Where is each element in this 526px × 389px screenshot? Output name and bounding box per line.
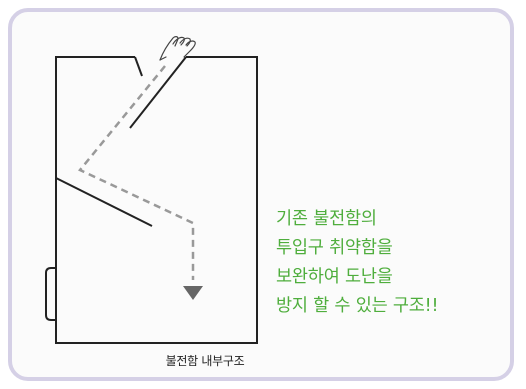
description-text: 기존 불전함의 투입구 취약함을 보완하여 도난을 방지 할 수 있는 구조!!	[276, 205, 516, 321]
baffle-lower	[55, 177, 153, 227]
description-line: 투입구 취약함을	[276, 238, 393, 258]
slot-left-flap	[134, 56, 143, 77]
arrow-down-icon	[183, 286, 203, 300]
description-line: 기존 불전함의	[276, 209, 377, 229]
coin-path-dashed	[78, 65, 195, 280]
box-outline	[55, 56, 258, 344]
description-line: 보완하여 도난을	[276, 267, 393, 287]
diagram-frame	[8, 8, 514, 381]
description-line: 방지 할 수 있는 구조!!	[276, 296, 439, 316]
hand-icon	[159, 36, 196, 61]
side-handle	[45, 267, 56, 321]
diagram-caption: 불전함 내부구조	[165, 354, 245, 368]
baffle-upper	[129, 56, 187, 129]
